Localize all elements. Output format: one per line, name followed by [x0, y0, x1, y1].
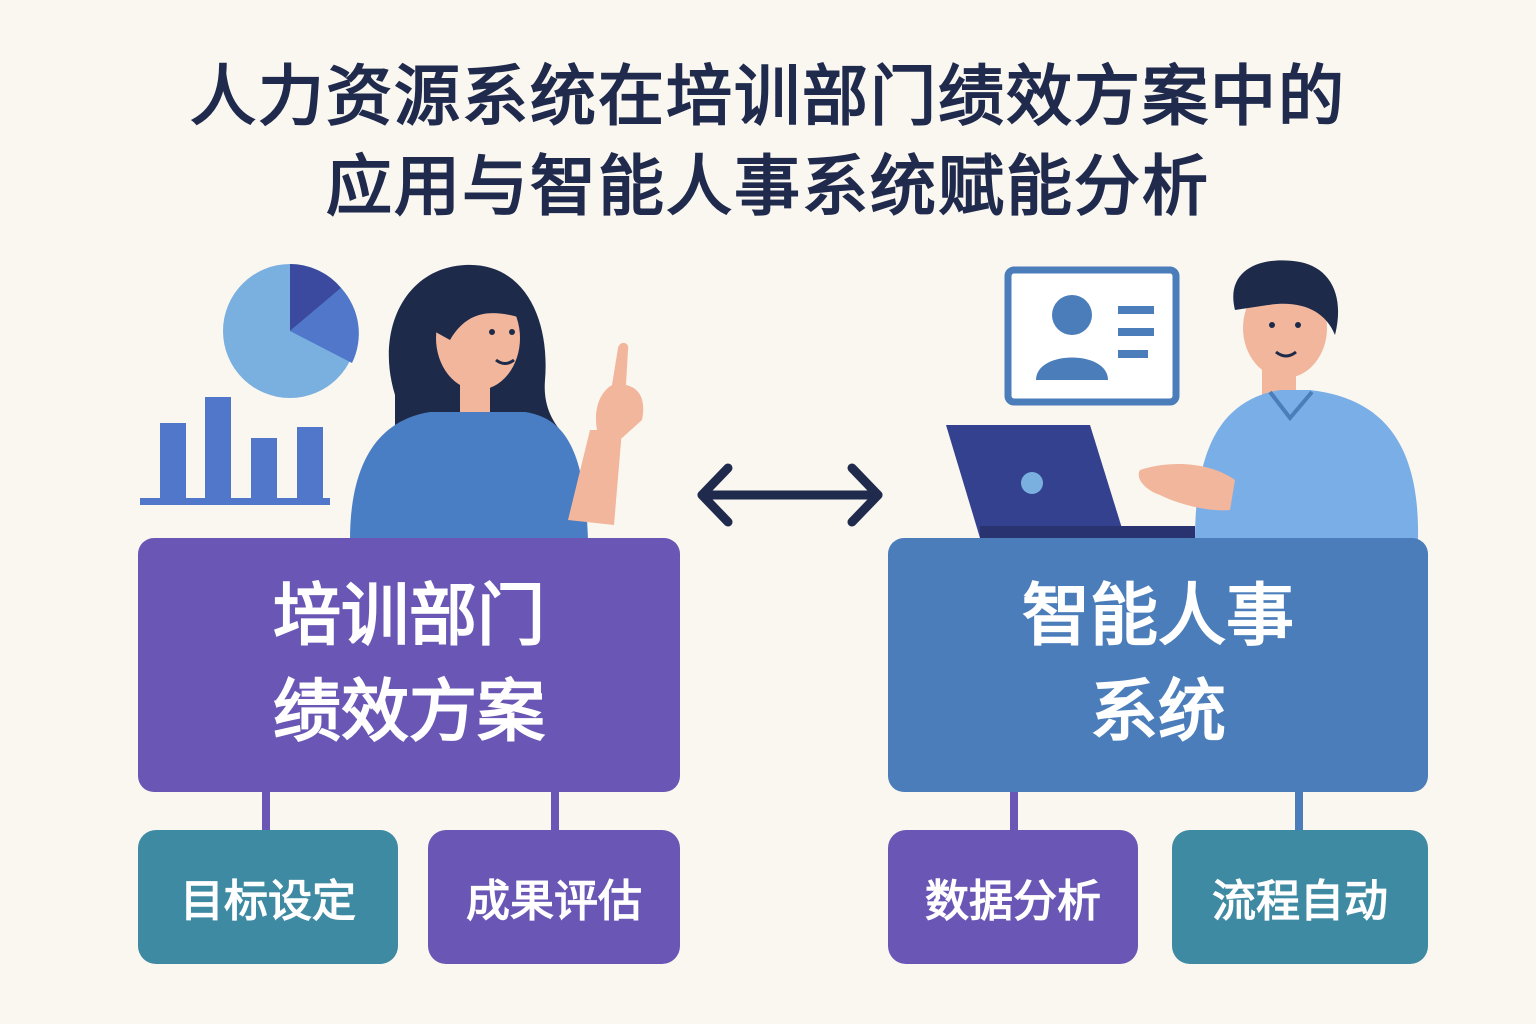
hr-box-line-1: 智能人事	[1021, 577, 1294, 656]
goal-setting-box: 目标设定	[138, 830, 398, 964]
title-line-1: 人力资源系统在培训部门绩效方案中的	[190, 58, 1346, 135]
result-evaluation-box: 成果评估	[428, 830, 680, 964]
connector-goal-setting	[262, 792, 270, 830]
pie-chart-icon	[223, 264, 359, 398]
double-arrow-icon	[697, 463, 883, 527]
connector-process-automation	[1295, 792, 1303, 830]
laptop-icon	[946, 425, 1195, 538]
training-box-line-1: 培训部门	[272, 577, 545, 656]
title-line-2: 应用与智能人事系统赋能分析	[326, 148, 1210, 225]
connector-result-eval	[551, 792, 559, 830]
training-box-line-2: 绩效方案	[272, 673, 545, 752]
process-automation-box: 流程自动	[1172, 830, 1428, 964]
profile-card-icon	[1004, 266, 1180, 406]
page-title: 人力资源系统在培训部门绩效方案中的 应用与智能人事系统赋能分析	[0, 52, 1536, 232]
data-analysis-box: 数据分析	[888, 830, 1138, 964]
hr-box-line-2: 系统	[1089, 673, 1226, 752]
woman-figure	[350, 264, 644, 540]
bar-chart-icon	[140, 397, 330, 505]
training-performance-plan-box: 培训部门 绩效方案	[138, 538, 680, 792]
man-figure	[1138, 260, 1419, 540]
connector-data-analysis	[1010, 792, 1018, 830]
smart-hr-system-box: 智能人事 系统	[888, 538, 1428, 792]
